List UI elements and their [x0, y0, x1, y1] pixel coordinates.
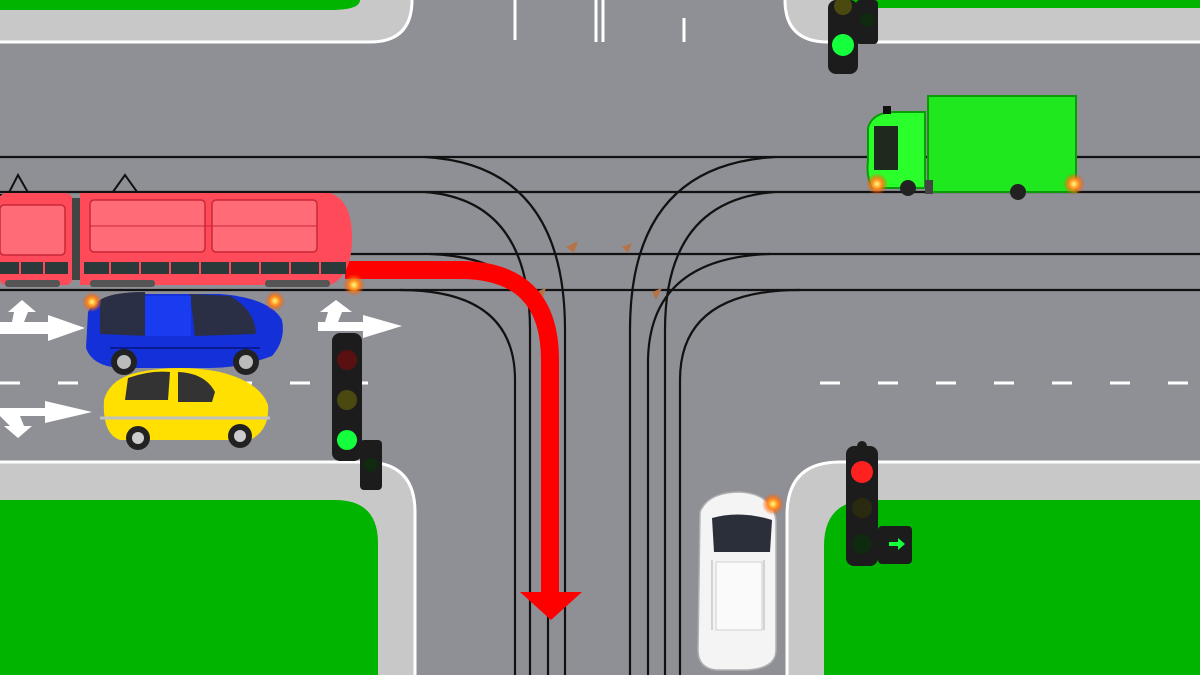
track-frogs: [536, 241, 662, 300]
traffic-light-right: [846, 441, 912, 566]
traffic-light-left-yellow: [337, 390, 357, 410]
traffic-light-left-green: [337, 430, 357, 450]
lane-arrow-upper: [0, 300, 85, 341]
lane-arrow-tram: [318, 300, 402, 338]
tram-turn-signal: [343, 274, 365, 296]
tram-route-arrow: [345, 261, 582, 620]
traffic-light-right-red: [851, 461, 873, 483]
corner-bottom-right: [785, 460, 1200, 675]
white-car: [697, 491, 784, 671]
traffic-light-top: [828, 0, 878, 74]
truck-turn-signal-rear: [1063, 173, 1085, 195]
tram: [0, 172, 365, 296]
truck-turn-signal-front: [866, 173, 888, 195]
traffic-light-left-red: [337, 350, 357, 370]
white-car-turn-signal: [762, 493, 784, 515]
traffic-light-top-green: [832, 34, 854, 56]
traffic-light-right-green: [852, 534, 872, 554]
corner-top-right: [783, 0, 1200, 44]
blue-car: [82, 291, 285, 375]
blue-car-turn-signal-front: [265, 291, 285, 311]
traffic-light-left: [332, 333, 382, 490]
blue-car-turn-signal-rear: [82, 292, 102, 312]
traffic-light-top-yellow: [834, 0, 852, 15]
traffic-light-right-yellow: [852, 498, 872, 518]
yellow-car: [100, 368, 270, 450]
lane-markings-top: [513, 0, 686, 42]
corner-bottom-left: [0, 460, 417, 675]
lane-arrow-lower: [0, 401, 92, 438]
green-truck: [866, 95, 1085, 200]
green-right-arrow-icon: [889, 538, 905, 550]
corner-top-left: [0, 0, 414, 44]
